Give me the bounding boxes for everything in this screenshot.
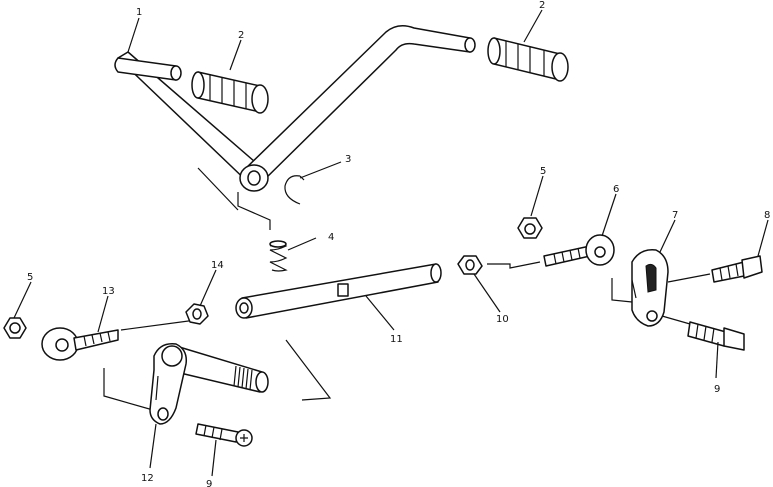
nut-part-5-left <box>3 317 27 339</box>
callout-4: 4 <box>328 232 334 243</box>
callout-leaders <box>13 9 769 477</box>
shift-arm-part-7 <box>631 249 669 327</box>
callout-5-left: 5 <box>27 272 33 283</box>
bolt-part-9-bottom <box>195 423 253 447</box>
spring-part <box>269 240 288 272</box>
callout-11: 11 <box>390 334 403 345</box>
callout-9-bottom: 9 <box>206 479 212 487</box>
assembly-lines <box>103 167 711 413</box>
shift-shaft-part-12 <box>149 343 269 425</box>
bolt-part-9-right <box>687 321 745 351</box>
callout-5-right: 5 <box>540 166 546 177</box>
bolt-part-8 <box>711 255 763 283</box>
rod-end-part-13 <box>41 327 119 361</box>
callout-10: 10 <box>496 314 509 325</box>
shift-rod-part <box>235 263 442 319</box>
nut-part-5-right <box>517 217 543 239</box>
callout-9-right: 9 <box>714 384 720 395</box>
shift-lever-part <box>114 25 476 192</box>
callout-13: 13 <box>102 286 115 297</box>
peg-rubber-left <box>191 71 269 114</box>
nut-part-10 <box>457 255 483 275</box>
callout-8: 8 <box>764 210 770 221</box>
callout-14: 14 <box>211 260 224 271</box>
callout-6: 6 <box>613 184 619 195</box>
callout-7: 7 <box>672 210 678 221</box>
callout-1: 1 <box>136 7 142 18</box>
nut-part-14 <box>185 303 209 325</box>
peg-rubber-right <box>487 37 569 82</box>
callout-2-left: 2 <box>238 30 244 41</box>
rod-end-part-6 <box>543 234 615 267</box>
e-clip-part <box>284 175 301 205</box>
callout-12: 12 <box>141 473 154 484</box>
callout-2-right: 2 <box>539 0 545 11</box>
callout-3: 3 <box>345 154 351 165</box>
